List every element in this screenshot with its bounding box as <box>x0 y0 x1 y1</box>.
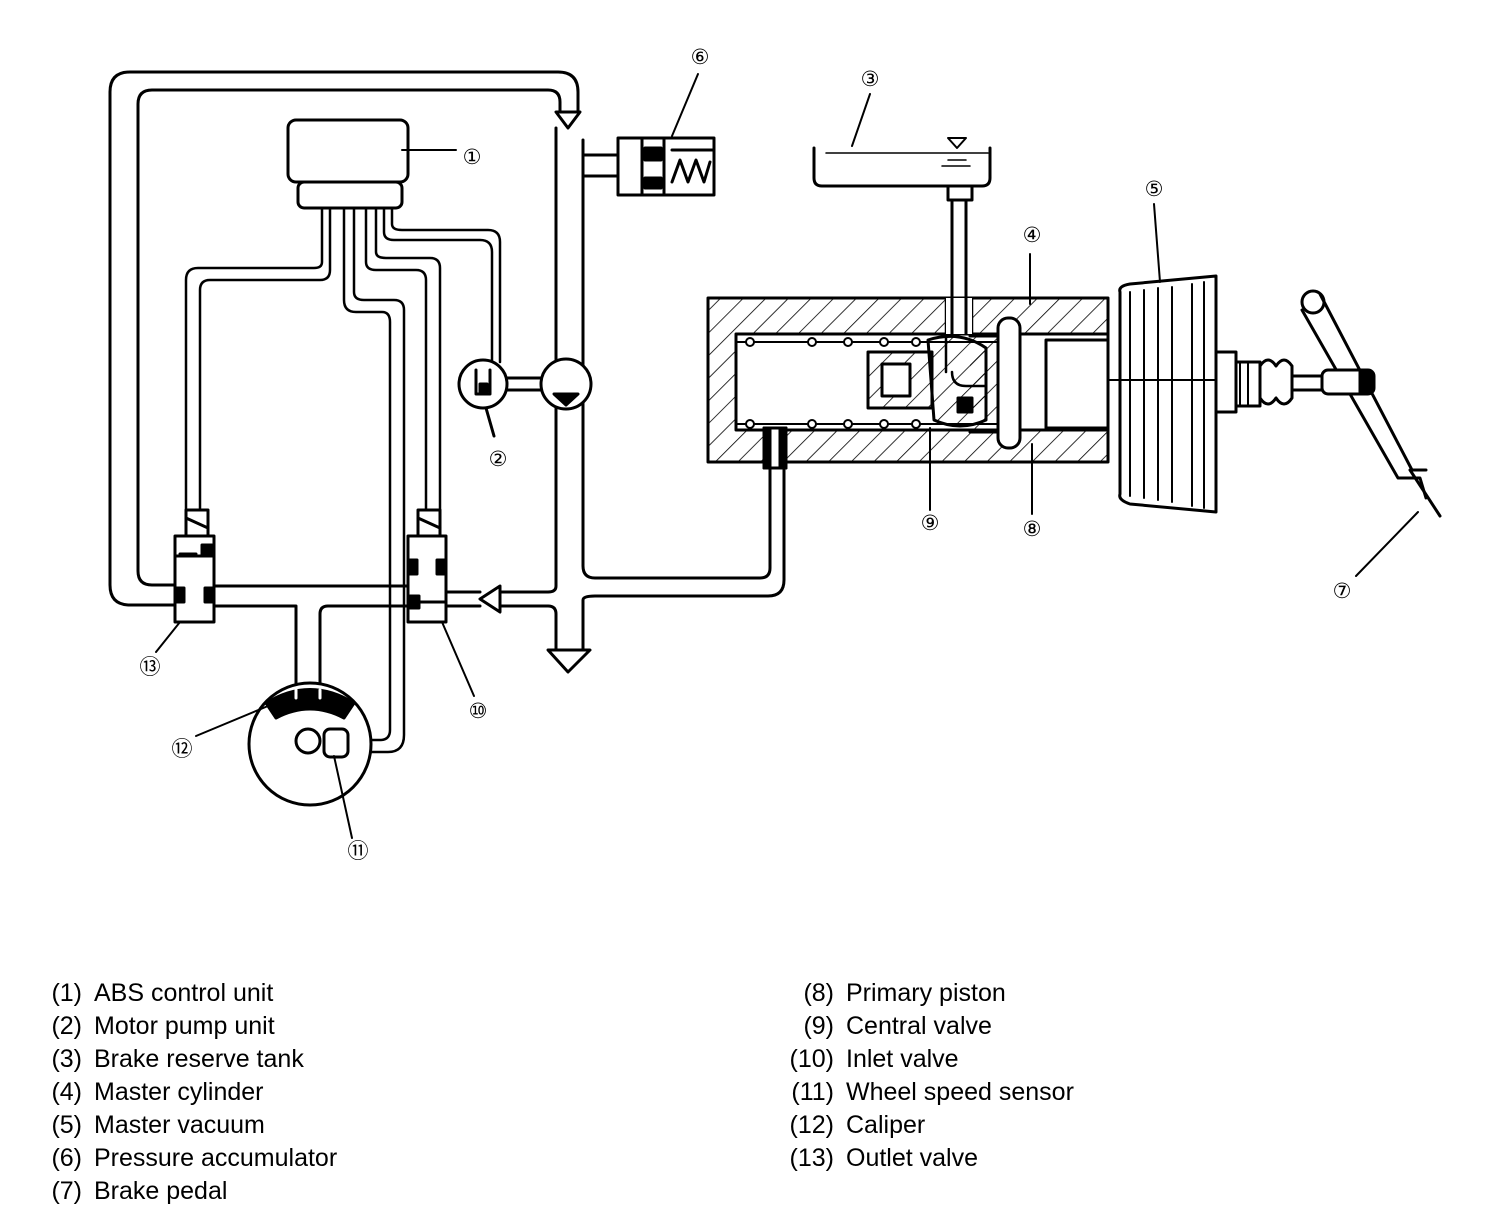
legend-number: (4) <box>51 1078 82 1106</box>
legend-item: (9) Central valve <box>780 1010 1074 1043</box>
legend-label: Primary piston <box>846 979 1006 1007</box>
legend-label: Motor pump unit <box>94 1012 275 1040</box>
legend-number: (7) <box>51 1177 82 1205</box>
legend-item: (4) Master cylinder <box>28 1076 337 1109</box>
callout-4: ④ <box>1023 224 1042 247</box>
legend-label: Inlet valve <box>846 1045 959 1073</box>
callout-10: ⑩ <box>469 700 488 723</box>
legend-label: Pressure accumulator <box>94 1144 338 1172</box>
callout-7: ⑦ <box>1333 580 1352 603</box>
callout-2: ② <box>489 448 508 471</box>
legend-label: Outlet valve <box>846 1144 979 1172</box>
legend-left: (1) ABS control unit (2) Motor pump unit (… <box>28 977 337 1208</box>
callout-3: ③ <box>861 68 880 91</box>
legend-number: (3) <box>51 1045 82 1073</box>
legend-label: Brake reserve tank <box>94 1045 304 1073</box>
legend-item: (12) Caliper <box>780 1109 1074 1142</box>
callout-labels: ① ② ③ ④ ⑤ ⑥ ⑦ ⑧ ⑨ ⑩ ⑪ ⑫ ⑬ <box>140 46 1352 863</box>
callout-5: ⑤ <box>1145 178 1164 201</box>
legend-number: (11) <box>791 1078 834 1106</box>
legend-number: (9) <box>803 1012 834 1040</box>
legend-item: (1) ABS control unit <box>28 977 337 1010</box>
callout-1: ① <box>463 146 482 169</box>
legend-number: (13) <box>789 1144 834 1172</box>
callout-12: ⑫ <box>172 738 193 761</box>
legend-number: (2) <box>51 1012 82 1040</box>
legend-item: (8) Primary piston <box>780 977 1074 1010</box>
legend-label: Central valve <box>846 1012 992 1040</box>
legend-item: (7) Brake pedal <box>28 1175 337 1208</box>
legend-label: Master cylinder <box>94 1078 264 1106</box>
abs-control-unit <box>286 118 410 210</box>
master-vacuum <box>1106 274 1326 514</box>
legend-label: Master vacuum <box>94 1111 265 1139</box>
legend-label: ABS control unit <box>94 979 274 1007</box>
callout-6: ⑥ <box>691 46 710 69</box>
motor-pump-unit <box>457 357 593 438</box>
legend-number: (8) <box>803 979 834 1007</box>
caliper-wheel <box>247 681 373 807</box>
callout-8: ⑧ <box>1023 518 1042 541</box>
legend-item: (6) Pressure accumulator <box>28 1142 337 1175</box>
outlet-valve <box>173 508 216 624</box>
legend-item: (2) Motor pump unit <box>28 1010 337 1043</box>
legend-label: Brake pedal <box>94 1177 228 1205</box>
abs-hydraulic-diagram: ① ② ③ ④ ⑤ ⑥ ⑦ ⑧ ⑨ ⑩ ⑪ ⑫ ⑬ <box>108 46 1442 863</box>
legend-number: (10) <box>789 1045 834 1073</box>
leader-lines <box>155 73 1419 839</box>
legend-right: (8) Primary piston (9) Central valve (10) I… <box>780 977 1074 1175</box>
legend-item: (11) Wheel speed sensor <box>780 1076 1074 1109</box>
wheel-brake-line <box>210 584 482 692</box>
legend-label: Wheel speed sensor <box>846 1078 1074 1106</box>
callout-13: ⑬ <box>140 656 161 679</box>
abs-wiring <box>184 206 502 754</box>
return-line-loop <box>108 70 580 607</box>
legend-number: (1) <box>51 979 82 1007</box>
legend-number: (6) <box>51 1144 82 1172</box>
legend-label: Caliper <box>846 1111 926 1139</box>
legend-number: (12) <box>789 1111 834 1139</box>
legend-item: (3) Brake reserve tank <box>28 1043 337 1076</box>
pressure-accumulator <box>581 136 716 197</box>
legend-item: (13) Outlet valve <box>780 1142 1074 1175</box>
brake-pedal <box>1300 289 1442 518</box>
legend-item: (10) Inlet valve <box>780 1043 1074 1076</box>
inlet-valve <box>406 508 448 624</box>
callout-9: ⑨ <box>921 512 940 535</box>
main-return-line <box>478 110 786 674</box>
legend-number: (5) <box>51 1111 82 1139</box>
legend-item: (5) Master vacuum <box>28 1109 337 1142</box>
master-cylinder <box>706 296 1110 470</box>
callout-11: ⑪ <box>348 840 369 863</box>
